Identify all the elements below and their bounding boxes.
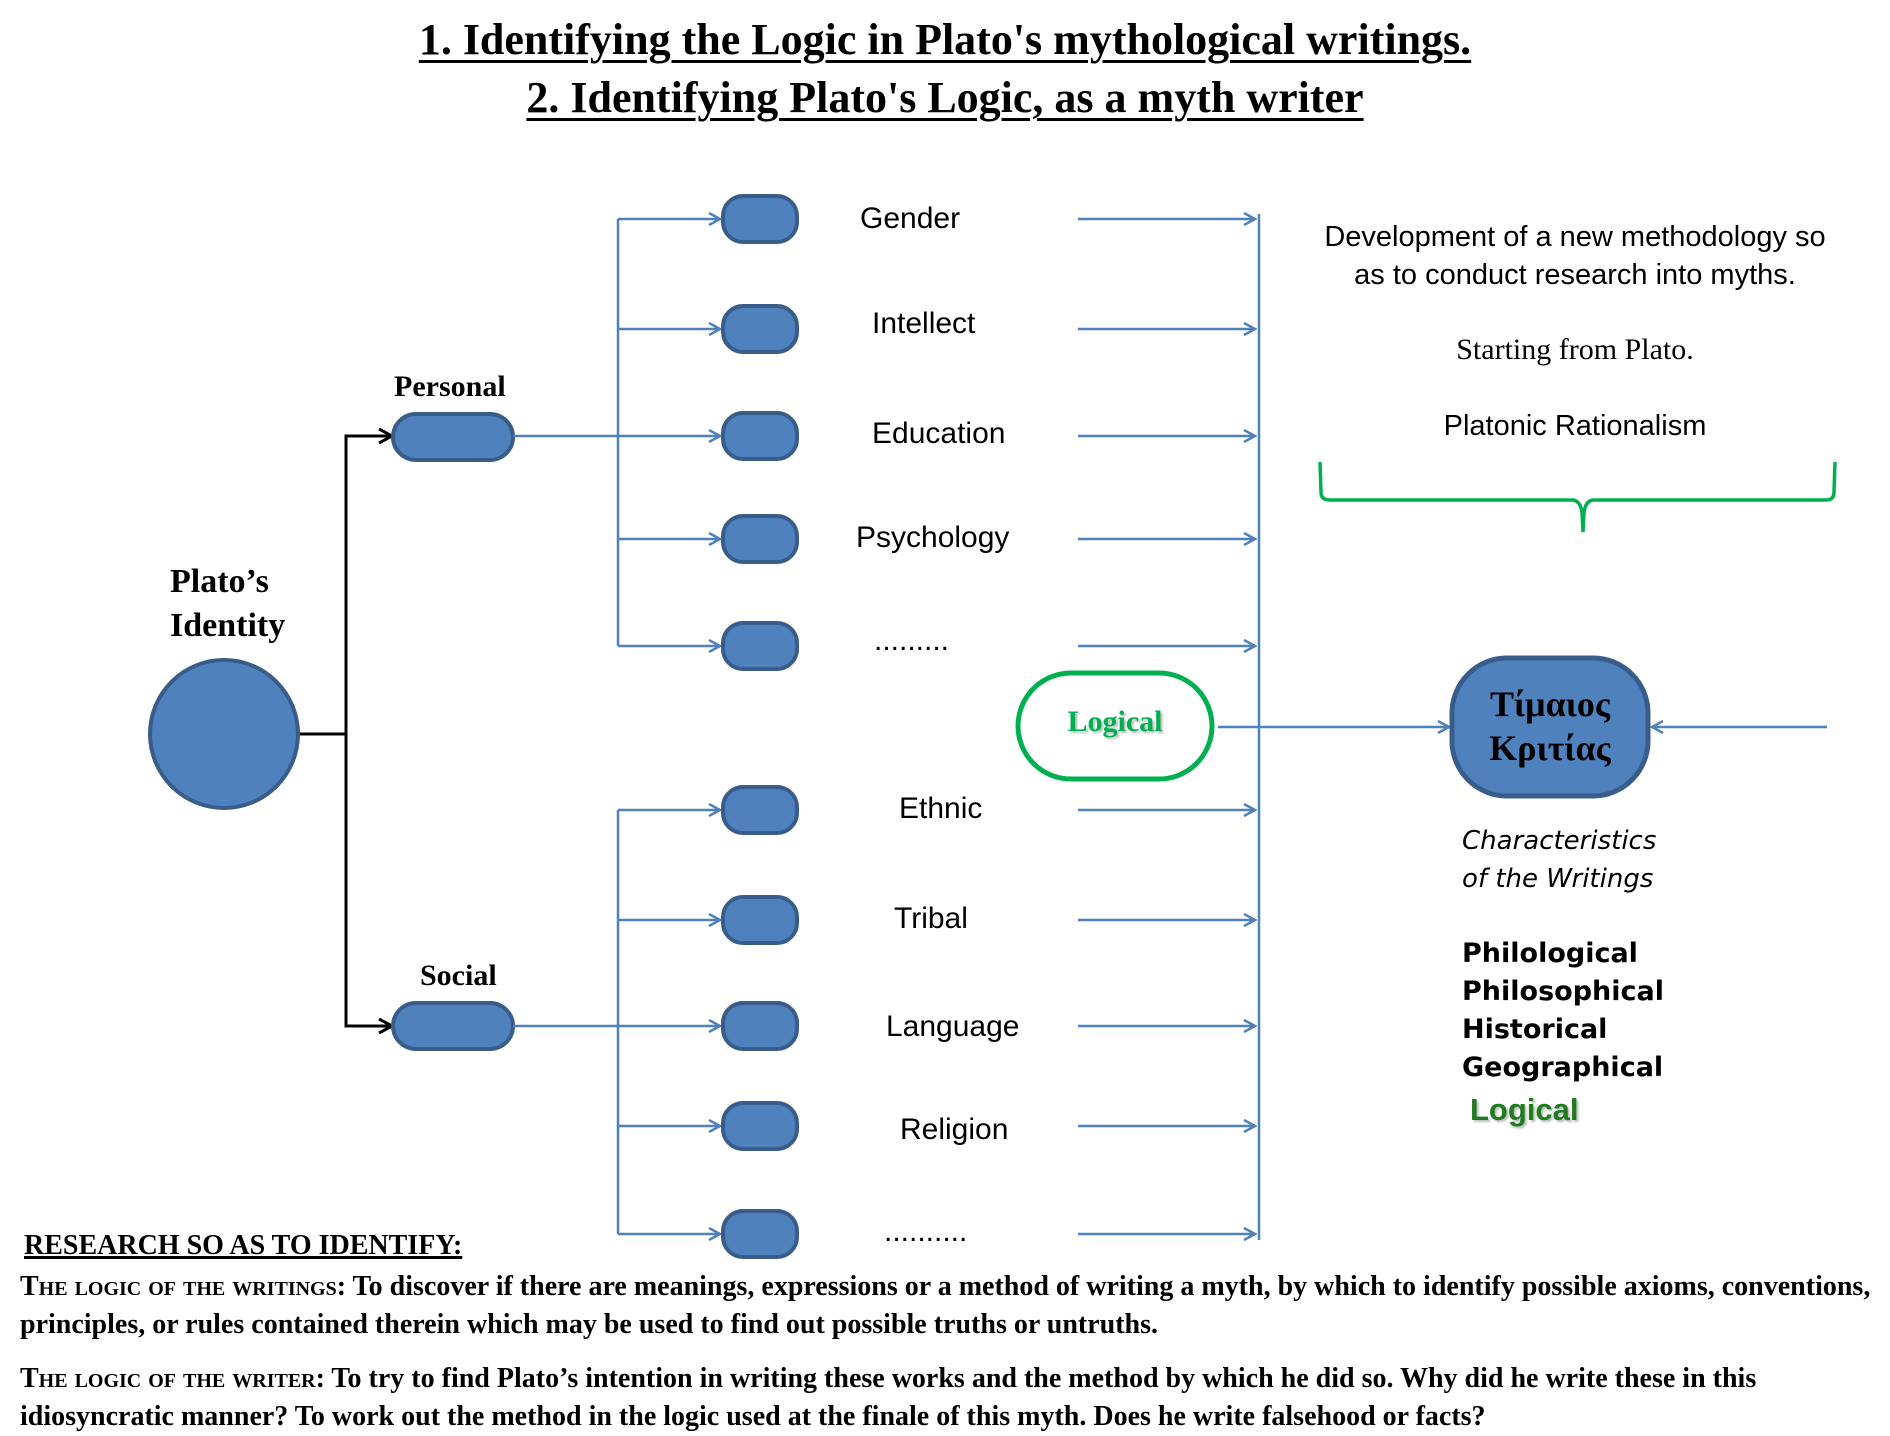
target-node-label: Τίμαιος Κριτίας — [1452, 682, 1648, 770]
personal-item-node-gender — [721, 194, 799, 244]
item-label-personal-more: ......... — [874, 624, 950, 657]
social-item-node-language — [721, 1001, 799, 1051]
social-label: Social — [420, 959, 497, 992]
methodology-text: Development of a new methodology so as t… — [1280, 218, 1870, 294]
personal-item-node-intellect — [721, 304, 799, 354]
characteristic-item: Historical — [1462, 1014, 1608, 1045]
characteristic-logical: Logical — [1470, 1092, 1579, 1127]
root-node-circle — [148, 658, 300, 810]
logical-node — [1015, 670, 1215, 782]
item-label-education: Education — [872, 417, 1006, 450]
social-item-node-more — [721, 1209, 799, 1259]
root-label-line-2: Identity — [170, 607, 286, 644]
personal-item-node-education — [721, 411, 799, 461]
characteristics-heading-line-2: of the Writings — [1462, 864, 1654, 894]
connector-to-social — [344, 734, 392, 1026]
characteristic-item: Philological — [1462, 938, 1638, 969]
methodology-line-1: Development of a new methodology so — [1324, 221, 1826, 253]
writings-text: To discover if there are meanings, expre… — [20, 1271, 1871, 1340]
social-item-node-tribal — [721, 895, 799, 945]
title-line-2: 2. Identifying Plato's Logic, as a myth … — [526, 73, 1364, 122]
item-label-gender: Gender — [860, 202, 961, 235]
characteristics-heading-line-1: Characteristics — [1462, 826, 1657, 856]
social-node — [391, 1001, 515, 1051]
characteristic-item: Philosophical — [1462, 976, 1664, 1007]
personal-item-node-psychology — [721, 514, 799, 564]
social-item-node-ethnic — [721, 785, 799, 835]
target-line-2: Κριτίας — [1489, 728, 1611, 768]
social-item-node-religion — [721, 1101, 799, 1151]
root-label: Plato’s Identity — [170, 560, 285, 648]
item-label-intellect: Intellect — [872, 307, 976, 340]
title-line-1: 1. Identifying the Logic in Plato's myth… — [418, 15, 1472, 64]
target-node — [1449, 655, 1651, 799]
root-label-line-1: Plato’s — [170, 563, 269, 600]
writings-term: The logic of the writings: — [20, 1271, 347, 1302]
starting-text: Starting from Plato. — [1456, 333, 1694, 366]
connector-to-personal — [344, 436, 392, 734]
research-heading: RESEARCH SO AS TO IDENTIFY: — [24, 1230, 463, 1261]
research-writings-paragraph: The logic of the writings: To discover i… — [20, 1268, 1880, 1344]
item-label-ethnic: Ethnic — [899, 792, 983, 825]
item-label-psychology: Psychology — [856, 521, 1010, 554]
personal-node — [391, 412, 515, 462]
logical-node-label: Logical — [1067, 705, 1163, 738]
item-label-social-more: .......... — [884, 1215, 968, 1248]
research-writer-paragraph: The logic of the writer: To try to find … — [20, 1360, 1880, 1436]
rationalism-text: Platonic Rationalism — [1443, 410, 1707, 442]
green-brace — [1318, 461, 1837, 533]
characteristics-heading: Characteristics of the Writings — [1462, 822, 1656, 898]
methodology-line-2: as to conduct research into myths. — [1354, 259, 1796, 291]
personal-label: Personal — [394, 370, 506, 403]
writer-term: The logic of the writer: — [20, 1363, 325, 1394]
target-line-1: Τίμαιος — [1489, 684, 1611, 724]
characteristics-list: Philological Philosophical Historical Ge… — [1462, 935, 1664, 1087]
characteristic-item: Geographical — [1462, 1052, 1664, 1083]
item-label-religion: Religion — [900, 1113, 1009, 1146]
personal-item-node-more — [721, 621, 799, 671]
item-label-tribal: Tribal — [894, 902, 968, 935]
item-label-language: Language — [886, 1010, 1020, 1043]
